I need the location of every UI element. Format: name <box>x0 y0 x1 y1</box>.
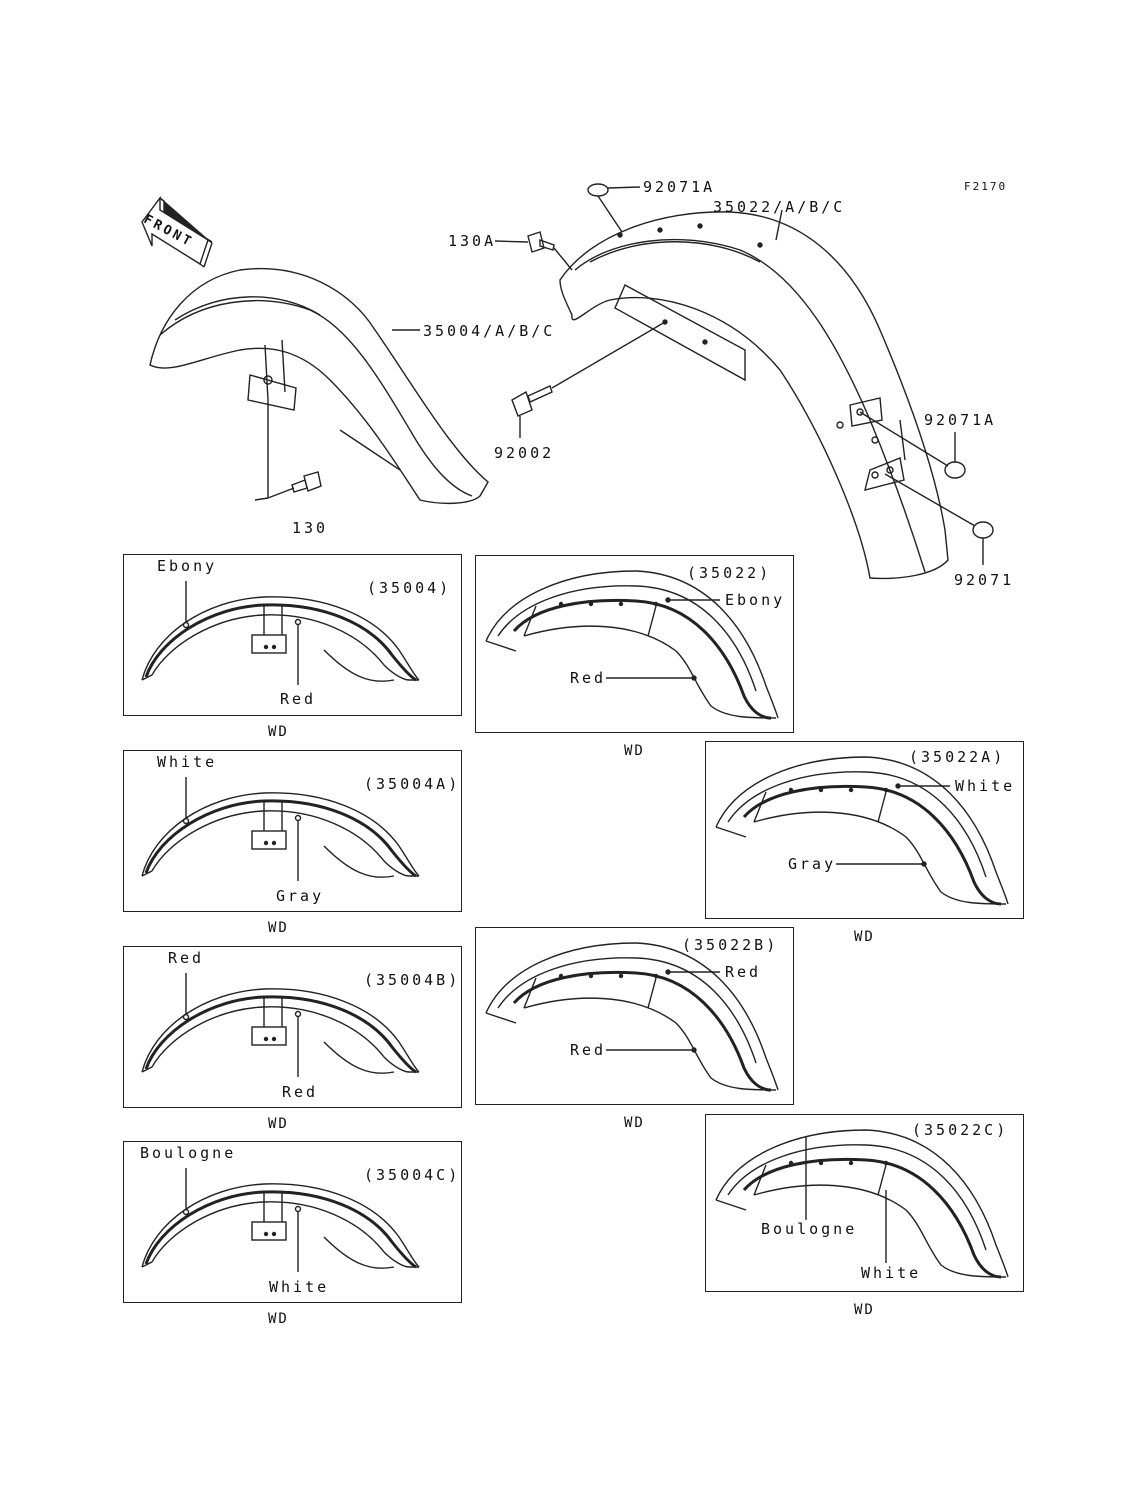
panel-code: (35004A) <box>364 775 461 793</box>
part-label-92071a-top: 92071A <box>643 178 716 196</box>
wd-note: WD <box>268 1311 289 1327</box>
color-label-bottom: Gray <box>276 887 325 905</box>
bolt-92002-icon <box>511 321 666 438</box>
color-label-bottom: White <box>861 1264 922 1282</box>
color-panel-35022a: (35022A) White Gray <box>705 741 1024 919</box>
wd-note: WD <box>268 1116 289 1132</box>
part-label-35004: 35004/A/B/C <box>423 322 556 340</box>
color-panel-35004: (35004) Ebony Red <box>123 554 462 716</box>
wd-note: WD <box>624 1115 645 1131</box>
bolt-130-icon <box>254 400 322 501</box>
color-label-bottom: Red <box>570 669 607 687</box>
grommet-92071a-top-icon <box>587 183 609 197</box>
grommet-92071a-side-icon <box>944 461 966 479</box>
color-label-top: Ebony <box>725 591 786 609</box>
part-label-92071: 92071 <box>954 571 1015 589</box>
front-fender-drawing <box>149 268 489 505</box>
wd-note: WD <box>624 743 645 759</box>
color-label-top: Ebony <box>157 557 218 575</box>
color-label-bottom: Gray <box>788 855 837 873</box>
panel-code: (35004) <box>367 579 452 597</box>
rear-fender-drawing <box>559 211 949 580</box>
panel-code: (35022C) <box>912 1121 1009 1139</box>
color-label-top: Boulogne <box>761 1220 858 1238</box>
wd-note: WD <box>854 929 875 945</box>
part-label-130: 130 <box>292 519 329 537</box>
panel-code: (35004B) <box>364 971 461 989</box>
panel-code: (35022B) <box>682 936 779 954</box>
color-label-top: White <box>955 777 1016 795</box>
part-label-92002: 92002 <box>494 444 555 462</box>
wd-note: WD <box>854 1302 875 1318</box>
panel-code: (35022A) <box>909 748 1006 766</box>
color-label-bottom: White <box>269 1278 330 1296</box>
part-label-130a: 130A <box>448 232 497 250</box>
color-label-top: White <box>157 753 218 771</box>
diagram-code: F2170 <box>964 180 1008 193</box>
front-arrow-icon <box>141 195 213 268</box>
color-label-top: Red <box>725 963 762 981</box>
color-label-bottom: Red <box>280 690 317 708</box>
part-label-35022: 35022/A/B/C <box>713 198 846 216</box>
bolt-130a-icon <box>494 231 573 271</box>
color-panel-35004c: (35004C) Boulogne White <box>123 1141 462 1303</box>
color-label-bottom: Red <box>282 1083 319 1101</box>
panel-code: (35022) <box>687 564 772 582</box>
color-label-top: Red <box>168 949 205 967</box>
color-label-bottom: Red <box>570 1041 607 1059</box>
color-panel-35004b: (35004B) Red Red <box>123 946 462 1108</box>
part-label-92071a-side: 92071A <box>924 411 997 429</box>
panel-code: (35004C) <box>364 1166 461 1184</box>
color-panel-35022: (35022) Ebony Red <box>475 555 794 733</box>
color-label-top: Boulogne <box>140 1144 237 1162</box>
wd-note: WD <box>268 724 289 740</box>
color-panel-35022b: (35022B) Red Red <box>475 927 794 1105</box>
color-panel-35004a: (35004A) White Gray <box>123 750 462 912</box>
grommet-92071-icon <box>972 521 994 539</box>
color-panel-35022c: (35022C) Boulogne White <box>705 1114 1024 1292</box>
wd-note: WD <box>268 920 289 936</box>
